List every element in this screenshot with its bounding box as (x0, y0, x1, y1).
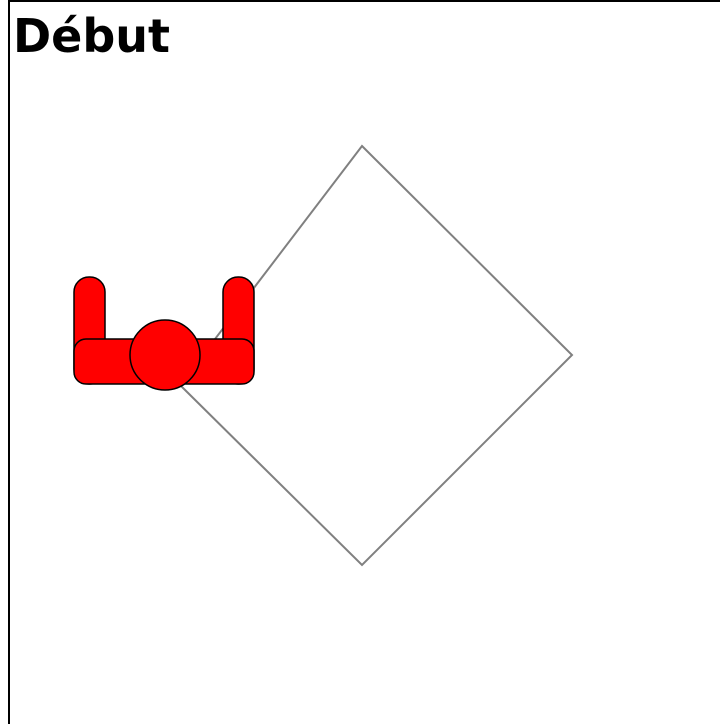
robot-head (130, 320, 200, 390)
robot-icon[interactable] (74, 277, 254, 390)
